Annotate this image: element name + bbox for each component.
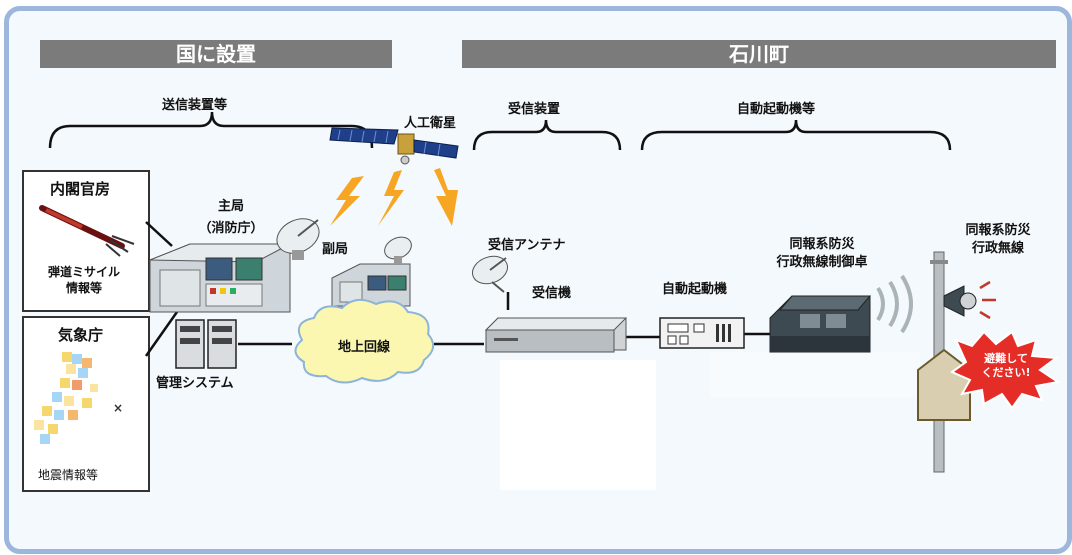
control-console-label: 同報系防災行政無線制御卓 — [776, 237, 868, 270]
header-ishikawa: 石川町 — [462, 40, 1056, 68]
connector-line — [145, 221, 173, 247]
jma-title: 気象庁 — [58, 326, 104, 344]
evacuate-message: 避難してください! — [981, 352, 1031, 379]
sub-station-label: 副局 — [322, 242, 349, 257]
missile-icon — [39, 205, 135, 257]
lightning-icon — [330, 176, 364, 226]
missile-info-label: 弾道ミサイル情報等 — [47, 265, 120, 295]
header-national: 国に設置 — [40, 40, 392, 68]
group-label-transmit: 送信装置等 — [162, 98, 228, 113]
rx-antenna-label: 受信アンテナ — [488, 238, 566, 253]
ground-line-cloud — [294, 298, 435, 384]
quake-info-label: 地震情報等 — [38, 468, 99, 482]
lightning-icon — [378, 170, 404, 226]
rx-antenna-icon — [472, 255, 508, 293]
receiver-icon — [484, 317, 628, 353]
control-console-icon — [769, 295, 872, 353]
alert-burst — [949, 330, 1061, 410]
ground-line-label: 地上回線 — [338, 340, 391, 355]
japan-map-icon: × — [34, 352, 123, 444]
bracket-transmit — [48, 111, 374, 149]
sound-wave-icon — [876, 286, 885, 322]
blank-area — [500, 360, 656, 490]
satellite-dish-icon — [276, 218, 320, 260]
house-icon — [917, 348, 971, 421]
satellite-icon — [329, 127, 459, 165]
bracket-receive — [472, 119, 622, 151]
blank-area — [710, 352, 920, 397]
receiver-label: 受信機 — [532, 286, 572, 301]
main-station-icon — [149, 243, 291, 313]
auto-starter-label: 自動起動機 — [662, 282, 728, 297]
group-label-autostart: 自動起動機等 — [737, 102, 816, 117]
satellite-dish-icon — [384, 236, 412, 264]
lightning-icon — [434, 168, 458, 226]
group-label-receive: 受信装置 — [508, 102, 561, 117]
outdoor-speaker-label: 同報系防災行政無線 — [965, 223, 1031, 256]
bracket-autostart — [640, 119, 952, 151]
sound-wave-icon — [900, 274, 913, 334]
cabinet-office-title: 内閣官房 — [50, 180, 111, 198]
server-icon — [175, 319, 237, 369]
svg-text:×: × — [113, 401, 123, 415]
sub-station-icon — [331, 263, 411, 307]
auto-starter-icon — [659, 317, 745, 349]
sound-wave-icon — [888, 280, 899, 328]
main-station-label: 主局（消防庁） — [198, 199, 264, 236]
satellite-label: 人工衛星 — [404, 116, 457, 131]
mgmt-system-label: 管理システム — [156, 376, 234, 391]
